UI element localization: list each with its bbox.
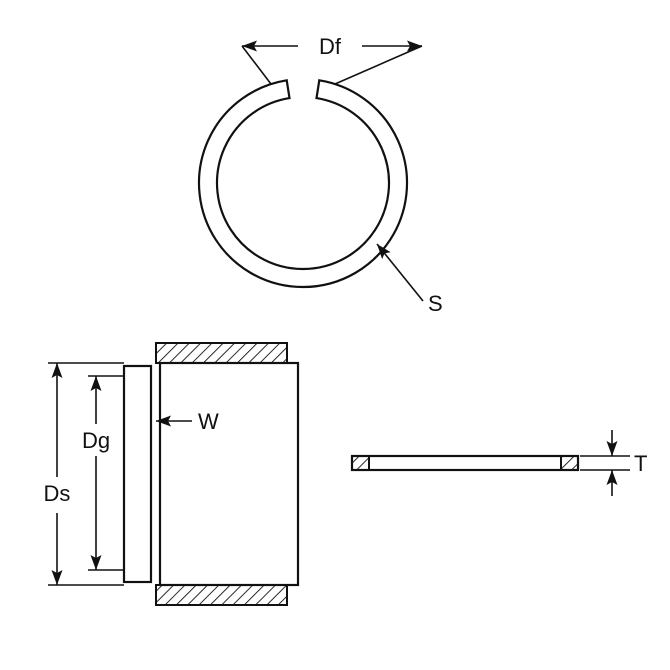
s-callout: S <box>376 243 443 316</box>
df-label: Df <box>319 34 342 59</box>
df-extension-line-left <box>241 45 272 85</box>
ds-label: Ds <box>44 481 71 506</box>
df-dimension: Df <box>241 34 423 85</box>
cut-end-left <box>351 455 370 471</box>
side-view <box>122 342 300 606</box>
snap-ring-outline <box>197 79 409 289</box>
cross-section-view <box>350 454 580 472</box>
w-label: W <box>198 409 219 434</box>
w-callout: W <box>156 409 219 434</box>
ring-side-section <box>122 364 153 584</box>
cut-end-right <box>560 455 579 471</box>
housing-bottom-section <box>155 584 288 606</box>
ds-dimension: Ds <box>44 362 124 586</box>
dg-label: Dg <box>82 428 110 453</box>
shaft-body <box>158 361 300 587</box>
ring-front-view <box>197 79 409 289</box>
housing-top-section <box>155 342 288 364</box>
s-label: S <box>428 291 443 316</box>
dg-dimension: Dg <box>82 375 124 571</box>
df-extension-line-right <box>334 45 423 85</box>
s-leader-line <box>376 243 424 302</box>
ring-cross-section-bar <box>350 454 580 472</box>
t-label: T <box>634 451 647 476</box>
t-dimension: T <box>580 430 647 496</box>
